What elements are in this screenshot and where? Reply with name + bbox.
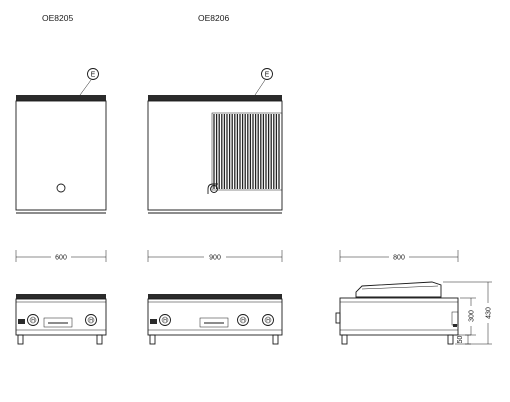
front-body [15,298,107,336]
dim-600-label: 600 [55,255,67,262]
knob-label: H [163,318,167,324]
top-view-oe8206: E [147,68,283,214]
control-knob-icon [85,314,97,326]
drawer [43,317,73,328]
foot [447,334,454,345]
foot [17,334,24,345]
control-knob-icon [237,314,249,326]
dim-900-label: 900 [209,255,221,262]
model-label-oe8205: OE8205 [42,13,73,23]
foot [341,334,348,345]
drain-hole [210,185,218,193]
knob-label: H [89,318,93,324]
ribbed-grill-area [213,114,280,189]
foot [149,334,156,345]
drawer [199,317,229,328]
side-view [335,281,492,345]
knob-label: H [241,318,245,324]
top-view-oe8205: E [15,68,107,214]
callout-e-circle [87,68,99,80]
knob-label: H [266,318,270,324]
griddle-plate [16,294,106,299]
dim-300-label: 300 [469,310,476,322]
top-view-back-edge [148,95,282,101]
control-knob-icon [159,314,171,326]
dimension-300: 300 [469,298,476,335]
badge [18,319,25,324]
front-body [147,298,283,336]
drain-hole [56,183,66,193]
dimension-900: 900 [147,250,283,262]
foot [272,334,279,345]
griddle-plate [148,294,282,299]
dimension-430: 430 [486,282,493,344]
dim-430-label: 430 [486,307,493,319]
callout-e-label: E [265,72,270,79]
top-view-body [147,100,283,211]
top-view-body [15,100,107,211]
dimension-600: 600 [15,250,107,262]
front-view-oe8206: H H H [147,294,283,345]
callout-e-label: E [91,72,96,79]
griddle-plate-side [355,281,442,298]
dimension-800: 800 [339,250,459,262]
dim-50-label: 50 [457,336,464,344]
side-knob [335,312,341,324]
foot [96,334,103,345]
control-knob-icon [262,314,274,326]
side-body [339,297,459,336]
callout-e-circle [261,68,273,80]
knob-label: H [31,318,35,324]
model-label-oe8206: OE8206 [198,13,229,23]
front-view-oe8205: H H [15,294,107,345]
dimension-50: 50 [457,334,471,345]
dim-800-label: 800 [393,255,405,262]
badge [150,319,157,324]
top-view-back-edge [16,95,106,101]
control-knob-icon [27,314,39,326]
